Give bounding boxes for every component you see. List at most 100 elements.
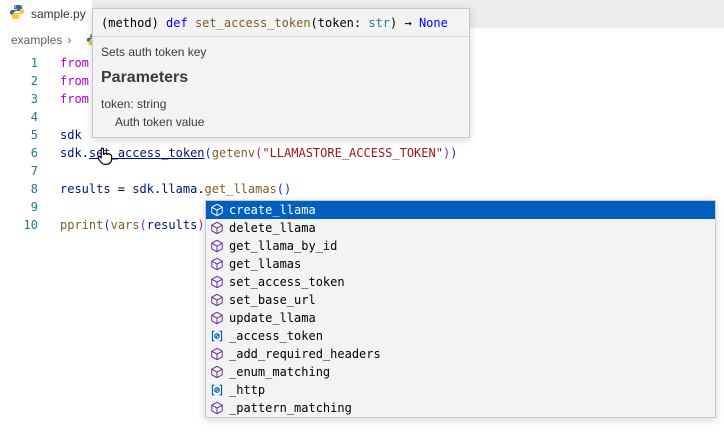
code-token: ) → xyxy=(390,16,419,30)
code-text: results = sdk.llama.get_llamas() xyxy=(60,180,291,198)
code-token: ) xyxy=(197,218,205,232)
suggest-item-label: set_access_token xyxy=(229,275,345,289)
method-icon xyxy=(209,293,224,308)
code-token: . xyxy=(153,182,162,196)
hover-description: Sets auth token key xyxy=(101,45,207,59)
suggest-item-_access_token[interactable]: _access_token xyxy=(206,327,715,345)
code-text: sdk.set_access_token(getenv("LLAMASTORE_… xyxy=(60,144,457,162)
suggest-item-create_llama[interactable]: create_llama xyxy=(206,201,715,219)
suggest-item-update_llama[interactable]: update_llama xyxy=(206,309,715,327)
code-line[interactable]: 4 xyxy=(0,108,724,126)
method-icon xyxy=(209,347,224,362)
code-text: sdk xyxy=(60,126,82,144)
method-icon xyxy=(209,221,224,236)
code-line[interactable]: 7 xyxy=(0,162,724,180)
code-token: ) xyxy=(284,182,292,196)
code-token: results xyxy=(146,218,198,232)
code-token: ) xyxy=(442,146,451,160)
method-icon xyxy=(209,239,224,254)
suggest-item-get_llamas[interactable]: get_llamas xyxy=(206,255,715,273)
suggest-item-label: _enum_matching xyxy=(229,365,331,379)
suggest-item-label: create_llama xyxy=(229,203,316,217)
line-number: 9 xyxy=(30,200,38,214)
code-token: ( xyxy=(255,146,263,160)
code-token: ( xyxy=(139,218,147,232)
field-icon xyxy=(209,329,224,344)
python-icon xyxy=(9,4,25,25)
suggest-item-label: _pattern_matching xyxy=(229,401,352,415)
code-token xyxy=(188,16,195,30)
line-number: 6 xyxy=(30,146,38,160)
code-line[interactable]: 5 sdk xyxy=(0,126,724,144)
code-line[interactable]: 9 xyxy=(0,198,724,216)
code-token: set_access_token xyxy=(194,16,311,30)
code-link-set-access-token[interactable]: set_access_token xyxy=(88,146,205,160)
code-text: from xyxy=(60,54,89,72)
method-icon xyxy=(209,203,224,218)
code-token: None xyxy=(418,16,448,30)
line-number: 10 xyxy=(23,218,38,232)
suggest-item-label: _access_token xyxy=(229,329,323,343)
line-number: 8 xyxy=(30,182,38,196)
code-token: get_llamas xyxy=(204,182,277,196)
code-line[interactable]: 2 from xyxy=(0,72,724,90)
suggest-item-set_access_token[interactable]: set_access_token xyxy=(206,273,715,291)
line-number: 1 xyxy=(30,56,38,70)
code-token: ) xyxy=(450,146,458,160)
code-token: sdk xyxy=(60,128,82,142)
method-icon xyxy=(209,311,224,326)
code-token: str xyxy=(368,16,391,30)
suggest-item-_enum_matching[interactable]: _enum_matching xyxy=(206,363,715,381)
code-token: "LLAMASTORE_ACCESS_TOKEN" xyxy=(262,146,443,160)
suggest-item-set_base_url[interactable]: set_base_url xyxy=(206,291,715,309)
suggest-item-label: get_llama_by_id xyxy=(229,239,338,253)
method-icon xyxy=(209,275,224,290)
code-text: from xyxy=(60,72,89,90)
code-token: sdk xyxy=(60,146,82,160)
method-icon xyxy=(209,401,224,416)
suggest-item-_http[interactable]: _http xyxy=(206,381,715,399)
code-text: from xyxy=(60,90,89,108)
code-token: def xyxy=(166,16,188,30)
line-number: 2 xyxy=(30,74,38,88)
suggest-item-get_llama_by_id[interactable]: get_llama_by_id xyxy=(206,237,715,255)
suggest-item-label: delete_llama xyxy=(229,221,316,235)
code-token: pprint xyxy=(60,218,104,232)
method-icon xyxy=(209,257,224,272)
hover-tooltip: (method) def set_access_token(token: str… xyxy=(92,8,470,138)
code-token: (token: xyxy=(310,16,369,30)
suggest-item-_add_required_headers[interactable]: _add_required_headers xyxy=(206,345,715,363)
hover-param-name: token: string xyxy=(101,97,167,111)
hover-signature: (method) def set_access_token(token: str… xyxy=(93,9,469,37)
autocomplete-dropdown: create_llama delete_llama get_llama_by_i… xyxy=(205,200,716,418)
field-icon xyxy=(209,383,224,398)
hover-parameters-heading: Parameters xyxy=(101,69,189,86)
breadcrumb-separator: › xyxy=(67,33,72,47)
code-token: llama xyxy=(161,182,198,196)
suggest-item-label: get_llamas xyxy=(229,257,302,271)
code-token: ( xyxy=(276,182,285,196)
code-token: = xyxy=(110,182,133,196)
code-token: ( xyxy=(103,218,111,232)
line-number: 4 xyxy=(30,110,38,124)
suggest-item-label: _add_required_headers xyxy=(229,347,381,361)
line-number: 3 xyxy=(30,92,38,106)
code-token: . xyxy=(81,146,89,160)
tab-sample-py[interactable]: sample.py xyxy=(0,0,92,28)
code-line[interactable]: 1 from xyxy=(0,54,724,72)
line-number: 7 xyxy=(30,164,38,178)
suggest-item-label: set_base_url xyxy=(229,293,316,307)
suggest-item-_pattern_matching[interactable]: _pattern_matching xyxy=(206,399,715,417)
code-line[interactable]: 3 from xyxy=(0,90,724,108)
breadcrumb-item-examples[interactable]: examples xyxy=(11,33,63,47)
method-icon xyxy=(209,365,224,380)
code-token: vars xyxy=(110,218,140,232)
line-number: 5 xyxy=(30,128,38,142)
code-token: (method) xyxy=(101,16,167,30)
suggest-item-delete_llama[interactable]: delete_llama xyxy=(206,219,715,237)
